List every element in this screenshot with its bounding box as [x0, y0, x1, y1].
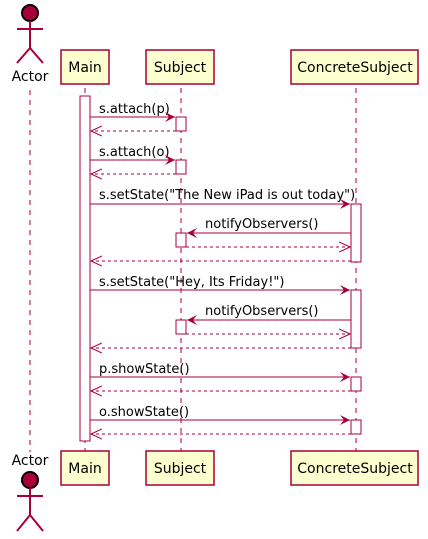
activation-subject-1 — [175, 116, 187, 132]
actor-head-icon — [21, 4, 39, 22]
actor-bottom: Actor — [12, 453, 49, 532]
actor-top: Actor — [12, 4, 49, 85]
activation-concrete-2 — [350, 289, 362, 349]
activation-concrete-3 — [350, 376, 362, 392]
message-label: s.attach(o) — [99, 145, 170, 160]
participant-main-top: Main — [60, 49, 110, 85]
activation-subject-4 — [175, 319, 187, 335]
activation-main — [79, 95, 91, 442]
activation-concrete-4 — [350, 419, 362, 435]
message-label: p.showState() — [99, 362, 190, 377]
message-label: o.showState() — [99, 405, 189, 420]
activation-concrete-1 — [350, 203, 362, 263]
activation-subject-3 — [175, 232, 187, 248]
activation-subject-2 — [175, 159, 187, 175]
participant-concrete-label: ConcreteSubject — [297, 60, 413, 76]
participant-main-bottom: Main — [60, 450, 110, 486]
actor-head-icon — [21, 471, 39, 489]
message-label: notifyObservers() — [205, 217, 319, 232]
message-label: notifyObservers() — [205, 304, 319, 319]
participant-subject-bottom: Subject — [145, 450, 215, 486]
participant-subject-label: Subject — [154, 60, 207, 76]
message-label: s.setState("The New iPad is out today") — [99, 188, 355, 203]
actor-label-top: Actor — [12, 69, 49, 85]
participant-subject-label: Subject — [154, 461, 207, 477]
participant-concrete-label: ConcreteSubject — [297, 461, 413, 477]
participant-subject-top: Subject — [145, 49, 215, 85]
participant-concrete-top: ConcreteSubject — [290, 49, 419, 85]
participant-main-label: Main — [68, 461, 101, 477]
message-label: s.attach(p) — [99, 102, 170, 117]
actor-label-bottom: Actor — [12, 453, 49, 469]
participant-concrete-bottom: ConcreteSubject — [290, 450, 419, 486]
message-label: s.setState("Hey, Its Friday!") — [99, 275, 284, 290]
participant-main-label: Main — [68, 60, 101, 76]
